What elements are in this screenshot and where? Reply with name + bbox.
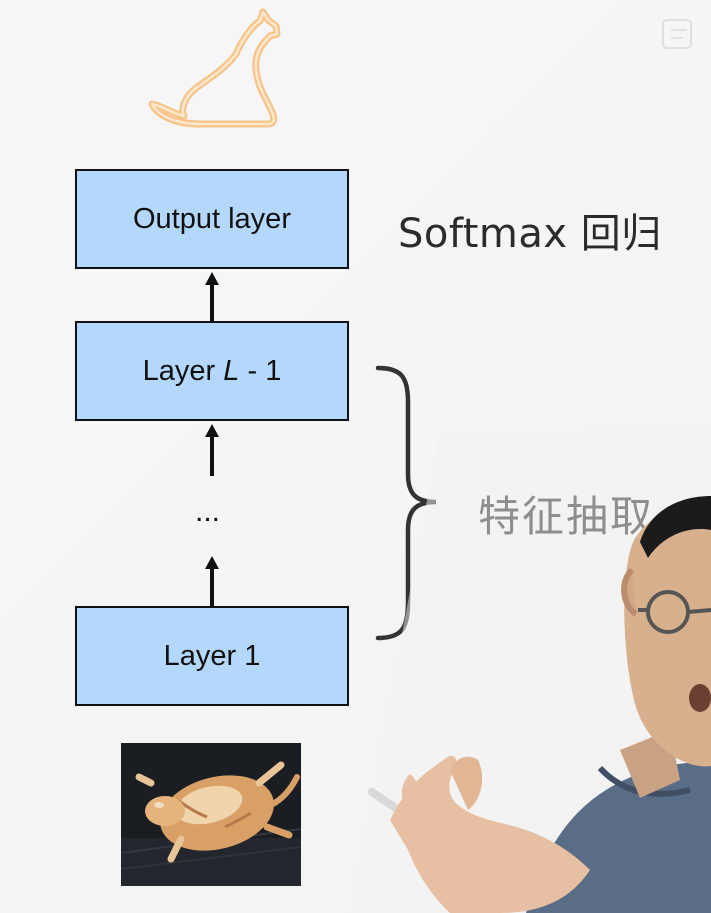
watermark-icon [659, 14, 699, 54]
presenter-video-overlay [350, 430, 711, 913]
presenter-image [350, 430, 711, 913]
layer-l-minus-1-label: Layer L - 1 [143, 355, 282, 388]
layers-ellipsis: ... [195, 497, 220, 527]
output-layer-label: Output layer [133, 203, 291, 236]
layer-l-suffix: - 1 [239, 355, 281, 387]
cat-photo-image [121, 743, 301, 886]
cat-photo [121, 743, 301, 886]
output-layer-box: Output layer [75, 169, 349, 269]
layer-l-minus-1-box: Layer L - 1 [75, 321, 349, 421]
arrow-to-output [210, 282, 214, 321]
softmax-regression-label: Softmax 回归 [398, 201, 662, 259]
arrow-from-layer-1 [210, 566, 214, 606]
layer-l-variable: L [223, 355, 239, 387]
layer-1-label: Layer 1 [164, 640, 261, 673]
cat-outline-icon [140, 8, 290, 132]
arrow-to-layer-l-minus-1 [210, 434, 214, 476]
layer-l-prefix: Layer [143, 355, 224, 387]
layer-1-box: Layer 1 [75, 606, 349, 706]
